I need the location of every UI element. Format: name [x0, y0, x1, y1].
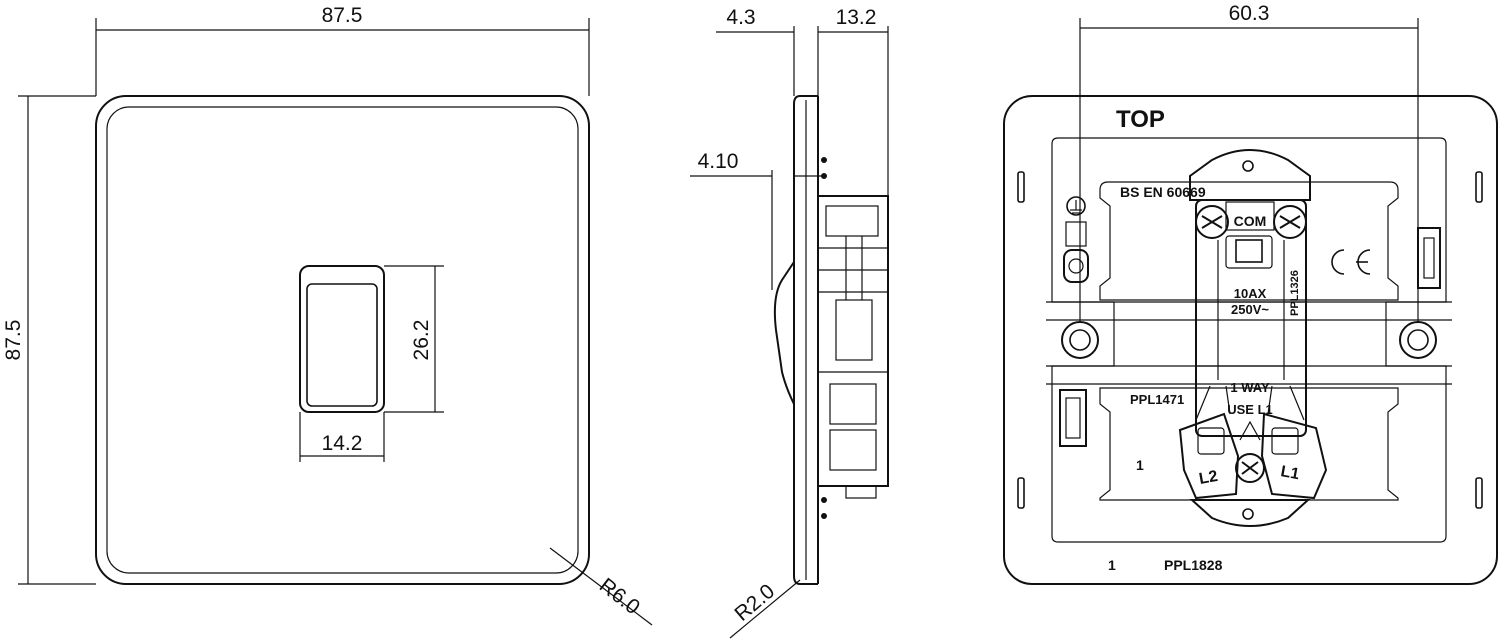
corner-radius-dimension: R6.0: [595, 574, 644, 619]
rocker-outline: [299, 265, 385, 413]
rocker-width-dimension: 14.2: [322, 432, 363, 455]
front-height-dimension: 87.5: [2, 320, 25, 361]
depth-dimension: 13.2: [836, 6, 877, 29]
fixing-centres-dimension: 60.3: [1229, 2, 1270, 25]
front-plate-bevel: [106, 106, 579, 574]
bottom-number: 1: [1108, 557, 1116, 573]
rocker-height-dimension: 26.2: [410, 320, 433, 361]
rocker-protrusion-dimension: 4.10: [698, 150, 739, 173]
ce-mark-text: CE: [1360, 263, 1362, 265]
rear-view: 60.3 TOP BS EN 60669 COM 10AX 250V~ PPL1…: [1003, 2, 1498, 585]
front-view: 87.5 87.5 26.2 14.2 R6.0: [2, 4, 653, 626]
standard-label: BS EN 60669: [1120, 184, 1206, 200]
plate-thickness-dimension: 4.3: [726, 6, 755, 29]
left-number: 1: [1136, 457, 1144, 473]
front-width-dimension: 87.5: [322, 4, 363, 27]
way-line1: 1 WAY: [1230, 380, 1270, 395]
rating-line2: 250V~: [1231, 302, 1269, 317]
front-plate-outline: [95, 95, 590, 585]
terminal-l2-label: L2: [1198, 468, 1219, 488]
mechanism-part-number: PPL1326: [1289, 270, 1301, 316]
rear-plate-outline: [1003, 95, 1498, 585]
bottom-part-number: PPL1828: [1164, 557, 1223, 573]
way-line2: USE L1: [1227, 402, 1273, 417]
edge-radius-dimension: R2.0: [730, 580, 779, 626]
com-label: COM: [1234, 213, 1267, 229]
side-view: 4.3 13.2 4.10 R2.0: [690, 6, 889, 639]
rocker-inner: [306, 283, 378, 407]
terminal-l1-label: L1: [1279, 463, 1300, 483]
left-part-number: PPL1471: [1130, 392, 1184, 407]
top-label: TOP: [1116, 106, 1165, 133]
rating-line1: 10AX: [1234, 286, 1267, 301]
